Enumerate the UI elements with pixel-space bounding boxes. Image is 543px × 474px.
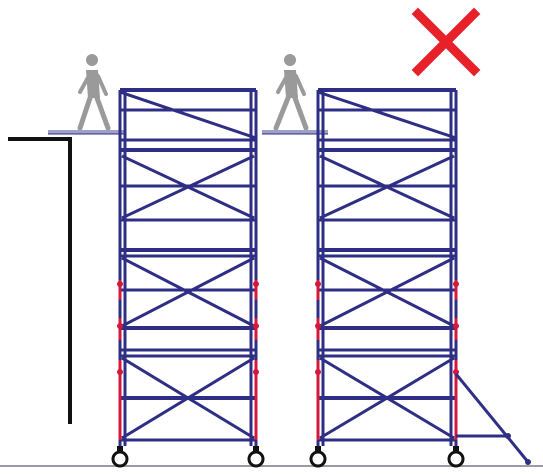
castor-stem xyxy=(117,446,123,452)
castor-wheel xyxy=(111,450,129,468)
coupler-joint xyxy=(315,281,321,287)
deck-plank-left xyxy=(48,130,126,135)
coupler-joint xyxy=(315,369,321,375)
castor-stem xyxy=(253,446,259,452)
castor-stem xyxy=(453,446,459,452)
scaffold-tower-left xyxy=(111,88,265,468)
castor-wheel xyxy=(447,450,465,468)
scaffold-tower-right xyxy=(309,88,465,468)
building-wall xyxy=(8,137,72,424)
coupler-joint xyxy=(453,281,459,287)
coupler-joint xyxy=(117,369,123,375)
prohibited-x-icon xyxy=(411,7,481,77)
outrigger-stabiliser xyxy=(454,373,531,465)
coupler-joint xyxy=(117,281,123,287)
cross-brace xyxy=(319,356,455,440)
coupler-joint xyxy=(253,369,259,375)
cross-brace xyxy=(319,256,455,328)
coupler-joint xyxy=(453,323,459,329)
guard-rail-brace xyxy=(119,90,257,140)
cross-brace xyxy=(121,154,255,220)
cross-brace xyxy=(121,256,255,328)
coupler-joint xyxy=(253,281,259,287)
castor-wheel xyxy=(309,450,327,468)
cross-brace xyxy=(121,356,255,440)
cross-brace xyxy=(319,154,455,220)
coupler-joint xyxy=(253,323,259,329)
worker-figure-left xyxy=(77,54,111,131)
castor-wheel xyxy=(247,450,265,468)
coupler-joint xyxy=(315,323,321,329)
castor-stem xyxy=(315,446,321,452)
worker-figure-right xyxy=(273,54,309,131)
guard-rail-brace xyxy=(317,90,457,140)
coupler-joint xyxy=(117,323,123,329)
